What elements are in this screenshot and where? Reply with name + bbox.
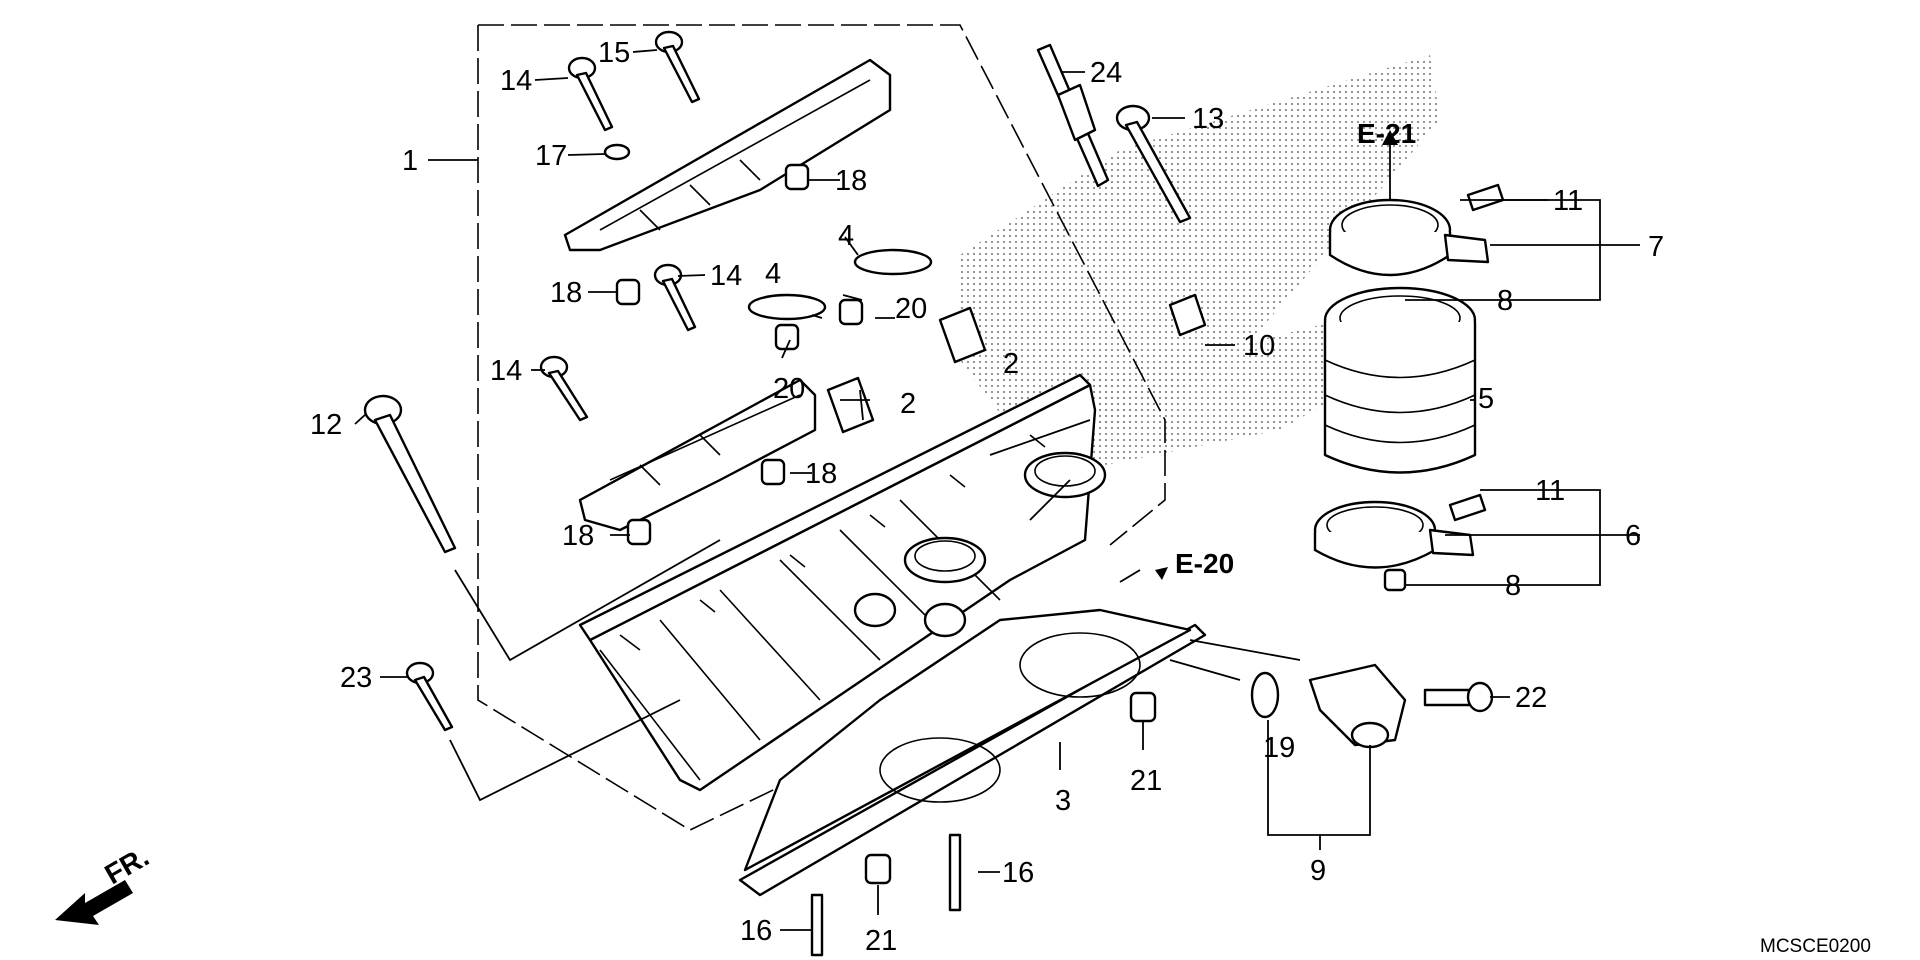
label-3: 3 (1055, 785, 1071, 817)
label-20-b: 20 (773, 373, 805, 405)
bolt-23 (405, 661, 454, 732)
drawing-code: MCSCE0200 (1760, 936, 1871, 957)
label-1: 1 (402, 145, 418, 177)
leader-lines (354, 49, 1640, 931)
label-11-b: 11 (1535, 475, 1565, 507)
label-18-b: 18 (550, 277, 582, 309)
intake-boot (1323, 286, 1477, 474)
label-4-b: 4 (765, 258, 781, 290)
label-2-b: 2 (900, 388, 916, 420)
bolt-14-middle (653, 263, 697, 332)
label-14-c: 14 (490, 355, 522, 387)
label-2-a: 2 (1003, 348, 1019, 380)
reference-arrows (1155, 130, 1398, 580)
label-18-a: 18 (835, 165, 867, 197)
stud-16-upper (948, 833, 962, 912)
small-parts (603, 143, 1280, 885)
bolt-12 (363, 394, 457, 554)
label-8-b: 8 (1505, 570, 1521, 602)
label-18-c: 18 (805, 458, 837, 490)
label-15: 15 (598, 37, 630, 69)
reference-e21: E-21 (1357, 118, 1416, 149)
front-arrow-icon: FR. (55, 841, 154, 925)
label-22: 22 (1515, 682, 1547, 714)
camshaft-holders (563, 58, 892, 532)
label-12: 12 (310, 409, 342, 441)
label-16-b: 16 (740, 915, 772, 947)
bolt-14-upper (567, 56, 614, 132)
cam-sensor (1308, 663, 1494, 749)
intake-bands (1313, 183, 1505, 592)
label-14-a: 14 (500, 65, 532, 97)
label-23: 23 (340, 662, 372, 694)
head-gasket (738, 608, 1207, 897)
label-24: 24 (1090, 57, 1122, 89)
label-4-a: 4 (838, 220, 854, 252)
label-19: 19 (1263, 732, 1295, 764)
label-7: 7 (1648, 231, 1664, 263)
label-21-b: 21 (865, 925, 897, 957)
part-labels: 1 2 2 3 4 4 5 6 7 8 8 9 10 11 11 12 13 1… (310, 37, 1664, 957)
stud-16-lower (810, 893, 824, 957)
label-9: 9 (1310, 855, 1326, 887)
honda-watermark (960, 55, 1440, 470)
label-6: 6 (1625, 520, 1641, 552)
label-17: 17 (535, 140, 567, 172)
front-marker: FR. (100, 841, 155, 890)
reference-e20: E-20 (1175, 548, 1234, 579)
label-20-a: 20 (895, 293, 927, 325)
cylinder-head (578, 373, 1107, 792)
label-18-d: 18 (562, 520, 594, 552)
label-5: 5 (1478, 383, 1494, 415)
label-8-a: 8 (1497, 285, 1513, 317)
bolt-13 (1115, 104, 1192, 224)
spark-plug (1036, 43, 1110, 188)
label-10: 10 (1243, 330, 1275, 362)
label-11-a: 11 (1553, 185, 1583, 217)
label-14-b: 14 (710, 260, 742, 292)
bolt-15 (654, 30, 701, 104)
bolt-14-lower (539, 355, 589, 422)
label-21-a: 21 (1130, 765, 1162, 797)
label-16-a: 16 (1002, 857, 1034, 889)
label-13: 13 (1192, 103, 1224, 135)
